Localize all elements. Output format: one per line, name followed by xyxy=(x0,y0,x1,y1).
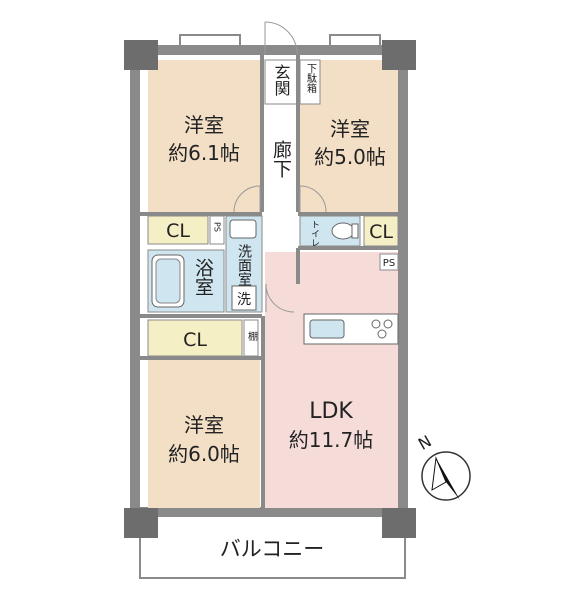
ldk-name: LDK xyxy=(309,399,353,424)
shoe-cabinet-label: 下駄箱 xyxy=(305,63,317,94)
toilet-tank-icon xyxy=(351,223,359,239)
room-ldk xyxy=(265,252,398,508)
washer-label: 洗 xyxy=(237,292,251,308)
room-bedroom-sw xyxy=(148,360,260,508)
balcony-label: バルコニー xyxy=(220,537,325,561)
closet-2 xyxy=(363,215,399,247)
hall-label: 廊下 xyxy=(270,140,292,178)
north-arrow-tail-icon xyxy=(431,456,447,491)
compass-north-label: N xyxy=(415,431,435,453)
bedroom-nw-size: 約6.1帖 xyxy=(168,141,240,165)
room-bedroom-nw xyxy=(148,60,260,212)
stove-burner-icon xyxy=(383,319,393,329)
closet-1-label: CL xyxy=(166,220,190,242)
toilet-label: トイレ xyxy=(309,220,320,247)
column xyxy=(124,40,158,70)
stove-burner-icon xyxy=(371,319,381,329)
interior-walls xyxy=(140,55,398,508)
bath-label: 浴室 xyxy=(192,258,214,296)
bedroom-nw-name: 洋室 xyxy=(184,113,224,137)
north-arrow-icon xyxy=(436,458,460,500)
ps-label: PS xyxy=(383,258,395,269)
kitchen-sink-icon xyxy=(309,319,345,339)
closet-3-label: CL xyxy=(183,329,207,351)
toilet-bowl-icon xyxy=(331,222,355,240)
closet-3 xyxy=(147,319,243,357)
ldk-size: 約11.7帖 xyxy=(289,428,374,452)
balcony-area xyxy=(139,514,406,579)
column xyxy=(124,508,158,538)
shelf-label: 棚 xyxy=(246,330,258,342)
bedroom-sw-size: 約6.0帖 xyxy=(168,442,240,466)
washer-box xyxy=(231,285,257,311)
compass: N xyxy=(415,431,471,501)
ps-box xyxy=(379,253,399,271)
washroom-label: 洗面室 xyxy=(236,244,252,286)
closet-2-label: CL xyxy=(369,221,393,243)
column xyxy=(382,40,416,70)
bedroom-ne-name: 洋室 xyxy=(330,117,370,141)
bedroom-sw-name: 洋室 xyxy=(184,413,224,437)
bedroom-ne-size: 約5.0帖 xyxy=(314,145,386,169)
door-swings xyxy=(233,21,327,313)
column xyxy=(382,508,416,538)
stove-burner-icon xyxy=(377,329,387,339)
entrance-label: 玄関 xyxy=(272,64,291,97)
ps-small-label: PS xyxy=(213,222,222,232)
sink-icon xyxy=(229,219,257,239)
bathtub-inner-icon xyxy=(155,258,181,304)
